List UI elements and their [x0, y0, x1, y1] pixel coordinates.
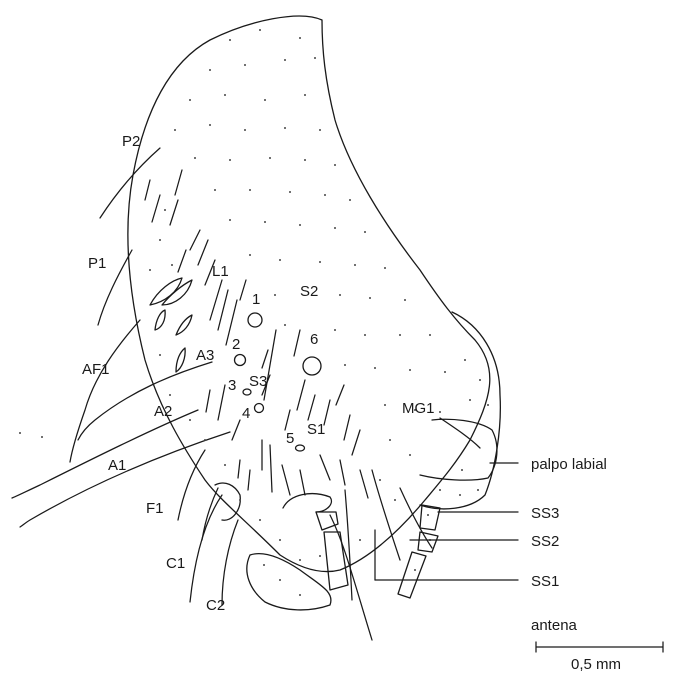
frontal-pit-e	[176, 348, 185, 372]
seta-c2	[222, 520, 238, 605]
label-s2: S2	[300, 283, 318, 300]
lower-lobe-outline	[247, 554, 331, 610]
label-p2: P2	[122, 133, 140, 150]
seta-f1	[178, 450, 205, 520]
seta-c1	[190, 495, 222, 602]
label-p1: P1	[88, 255, 106, 272]
label-stemma-5: 5	[286, 430, 294, 447]
label-f1: F1	[146, 500, 164, 517]
label-c2: C2	[206, 597, 225, 614]
seta-lower-b	[345, 490, 352, 600]
stemma-4	[255, 404, 264, 413]
label-palpo-labial: palpo labial	[531, 456, 607, 473]
label-s3: S3	[249, 373, 267, 390]
label-ss3: SS3	[531, 505, 559, 522]
label-stemma-2: 2	[232, 336, 240, 353]
label-ss2: SS2	[531, 533, 559, 550]
labial-palp-inner	[420, 419, 497, 480]
label-a1: A1	[108, 457, 126, 474]
label-c1: C1	[166, 555, 185, 572]
frontal-pit-b	[162, 280, 192, 305]
label-stemma-3: 3	[228, 377, 236, 394]
mouthpart-segment	[324, 532, 348, 590]
c1-lobe-outline	[215, 483, 240, 520]
label-a3: A3	[196, 347, 214, 364]
seta-p2	[100, 148, 160, 218]
frontal-pit-d	[176, 315, 192, 335]
label-l1: L1	[212, 263, 229, 280]
stemma-1	[248, 313, 262, 327]
label-stemma-1: 1	[252, 291, 260, 308]
label-af1: AF1	[82, 361, 110, 378]
label-s1: S1	[307, 421, 325, 438]
label-antena: antena	[531, 617, 578, 634]
seta-lower-c	[372, 470, 400, 560]
scale-bar	[536, 642, 663, 652]
frontal-pit-c	[155, 310, 165, 330]
mouthpart-ring	[283, 494, 331, 512]
label-scale: 0,5 mm	[571, 656, 621, 673]
label-ss1: SS1	[531, 573, 559, 590]
label-stemma-6: 6	[310, 331, 318, 348]
label-mg1: MG1	[402, 400, 435, 417]
mouthpart-stalk	[316, 512, 338, 530]
label-a2: A2	[154, 403, 172, 420]
stemma-6	[303, 357, 321, 375]
antenna-segment-1	[398, 552, 426, 598]
stemma-5	[296, 445, 305, 451]
stemma-2	[235, 355, 246, 366]
label-stemma-4: 4	[242, 405, 250, 422]
